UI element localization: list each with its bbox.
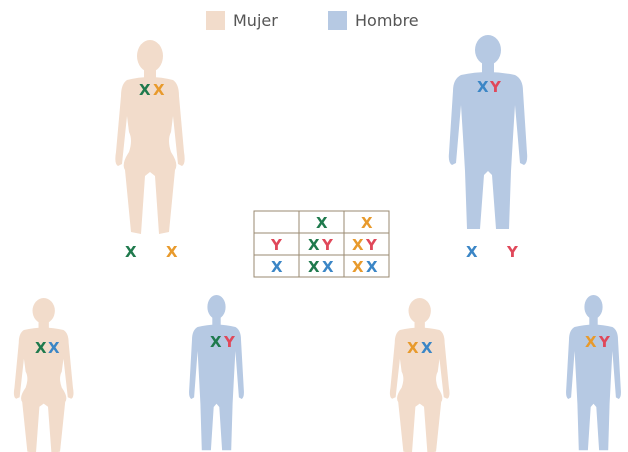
punnett-header-1: X <box>316 214 328 232</box>
child-1-chromosome-1: X <box>35 339 47 357</box>
child-3-chromosome-1: X <box>407 339 419 357</box>
punnett-row-2-label: X <box>271 258 283 276</box>
child-1-female: X X <box>14 298 74 452</box>
female-figure-icon <box>14 298 74 452</box>
father-chromosome-2: Y <box>489 78 502 96</box>
child-4-male: X Y <box>566 295 621 450</box>
mother-figure: X X <box>115 40 184 234</box>
child-3-female: X X <box>390 298 450 452</box>
mother-gamete-1: X <box>125 243 137 261</box>
svg-text:X: X <box>352 258 364 276</box>
svg-text:X: X <box>352 236 364 254</box>
mother-gamete-2: X <box>166 243 178 261</box>
female-figure-icon <box>390 298 450 452</box>
female-figure-icon <box>115 40 184 234</box>
child-2-male: X Y <box>189 295 244 450</box>
svg-text:Y: Y <box>321 236 334 254</box>
mother-chromosome-2: X <box>153 81 165 99</box>
svg-text:Y: Y <box>365 236 378 254</box>
punnett-square: X X Y X Y X Y X X X X X <box>254 211 389 277</box>
svg-text:X: X <box>308 236 320 254</box>
father-gametes: X Y <box>466 243 519 261</box>
mother-chromosome-1: X <box>139 81 151 99</box>
male-figure-icon <box>449 35 527 229</box>
mother-gametes: X X <box>125 243 178 261</box>
male-figure-icon <box>566 295 621 450</box>
child-2-chromosome-2: Y <box>223 333 236 351</box>
punnett-row-1-label: Y <box>270 236 283 254</box>
child-3-chromosome-2: X <box>421 339 433 357</box>
father-chromosome-1: X <box>477 78 489 96</box>
child-4-chromosome-1: X <box>585 333 597 351</box>
father-gamete-1: X <box>466 243 478 261</box>
punnett-header-2: X <box>361 214 373 232</box>
svg-text:X: X <box>308 258 320 276</box>
child-4-chromosome-2: Y <box>598 333 611 351</box>
child-1-chromosome-2: X <box>48 339 60 357</box>
father-gamete-2: Y <box>506 243 519 261</box>
male-figure-icon <box>189 295 244 450</box>
child-2-chromosome-1: X <box>210 333 222 351</box>
father-figure: X Y <box>449 35 527 229</box>
svg-text:X: X <box>322 258 334 276</box>
svg-text:X: X <box>366 258 378 276</box>
